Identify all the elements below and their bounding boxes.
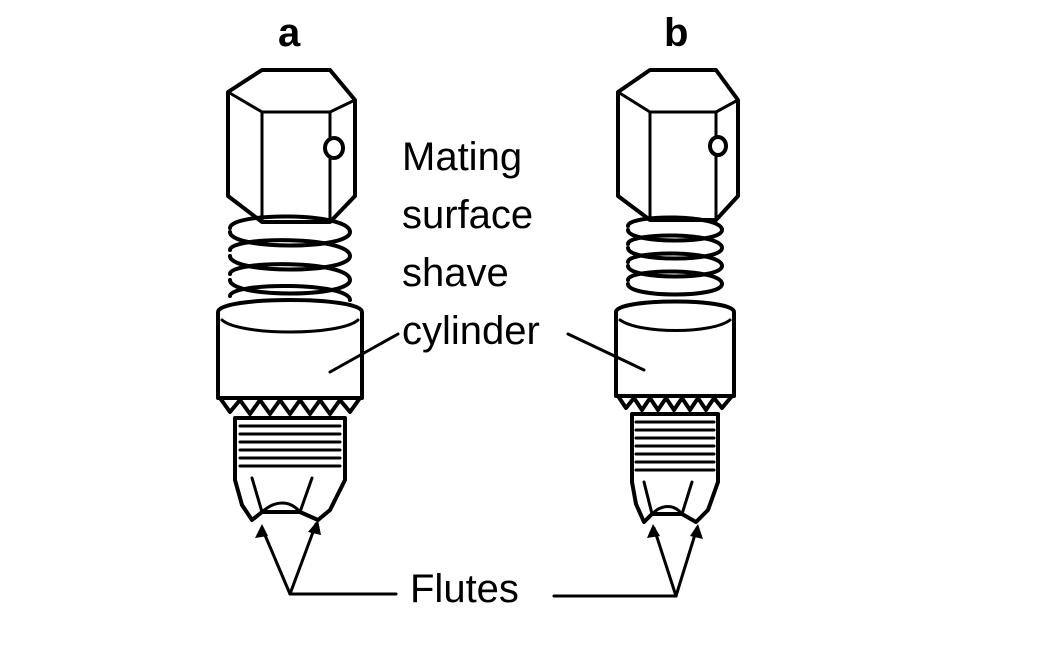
hex-head-b bbox=[616, 68, 740, 222]
arrowhead-b2 bbox=[690, 524, 703, 539]
hex-head-a bbox=[226, 68, 357, 224]
leader-line-b bbox=[566, 332, 646, 372]
part-b: b bbox=[614, 11, 740, 524]
spring-b bbox=[626, 215, 724, 297]
spring-a bbox=[228, 214, 352, 302]
part-a: a bbox=[216, 11, 364, 522]
cylinder-a bbox=[216, 298, 364, 416]
callout-mating-surface: Mating surface shave cylinder bbox=[328, 135, 646, 374]
flutes-label: Flutes bbox=[410, 567, 519, 611]
flutes-arrow-b1 bbox=[652, 526, 678, 598]
flutes-arrow-b2 bbox=[674, 526, 699, 598]
flutes-arrow-a2 bbox=[288, 522, 318, 596]
leader-line-a bbox=[328, 332, 400, 374]
arrowhead-b1 bbox=[647, 524, 660, 538]
label-a: a bbox=[278, 11, 301, 55]
callout-flutes: Flutes bbox=[255, 520, 703, 611]
callout-line-4: cylinder bbox=[402, 309, 540, 353]
arrowhead-a1 bbox=[255, 524, 268, 538]
flutes-arrow-a1 bbox=[260, 526, 292, 596]
threaded-tip-a bbox=[233, 416, 347, 522]
cylinder-b bbox=[614, 299, 736, 412]
arrowhead-a2 bbox=[308, 520, 321, 535]
callout-line-2: surface bbox=[402, 193, 533, 237]
label-b: b bbox=[664, 11, 688, 55]
callout-line-1: Mating bbox=[402, 135, 522, 179]
callout-line-3: shave bbox=[402, 251, 509, 295]
threaded-tip-b bbox=[630, 412, 720, 524]
